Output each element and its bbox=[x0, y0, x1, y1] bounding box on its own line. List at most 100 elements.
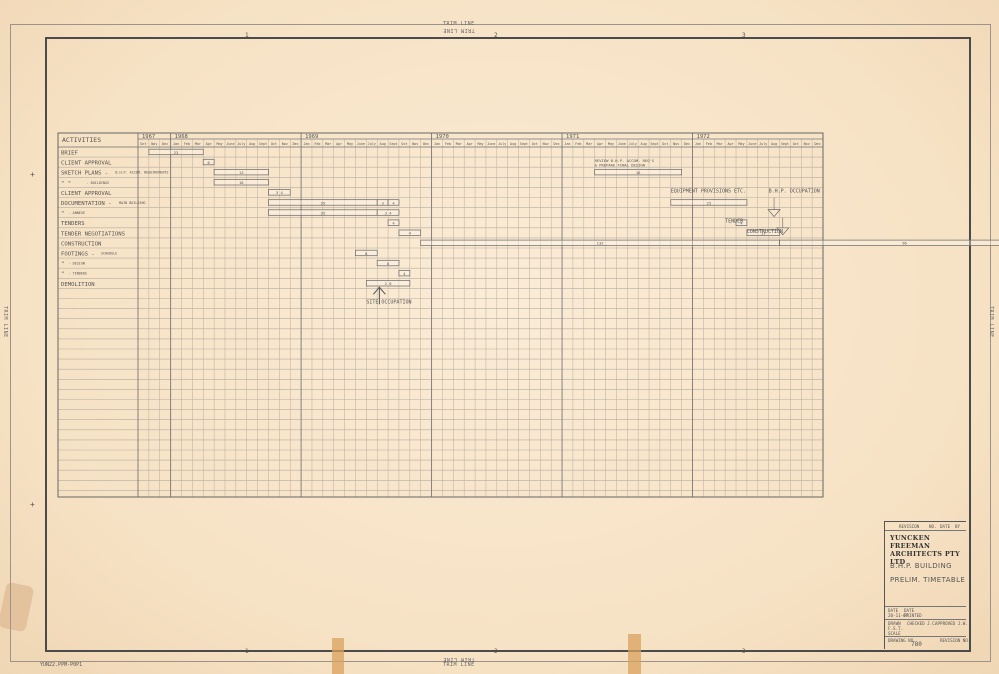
month-tick-label: Nov bbox=[282, 142, 288, 146]
month-tick-label: June bbox=[357, 142, 365, 146]
bar-duration-label: 16 bbox=[636, 170, 641, 175]
drawing-title-2: PRELIM. TIMETABLE bbox=[890, 576, 966, 584]
month-tick-label: July bbox=[759, 142, 767, 146]
annotation: TENDER bbox=[725, 219, 744, 225]
year-label: 1968 bbox=[175, 134, 188, 140]
title-block-divider bbox=[885, 619, 966, 620]
schedule-bar bbox=[376, 209, 400, 216]
date-label: DATE bbox=[888, 608, 899, 613]
schedule-bar bbox=[355, 249, 378, 257]
trim-line-bottom-inverted: TRIM LINE bbox=[443, 662, 475, 668]
scale-label: SCALE bbox=[888, 631, 901, 636]
date2-value: PRINTED bbox=[904, 613, 922, 618]
month-tick-label: Dec bbox=[162, 142, 168, 146]
schedule-bar bbox=[398, 229, 422, 236]
trim-line-left: TRIM LINE bbox=[2, 306, 8, 338]
date-value: 20-11-67 bbox=[888, 613, 909, 618]
month-tick-label: Nov bbox=[804, 142, 810, 146]
checked-label: CHECKED J.C. bbox=[907, 621, 938, 626]
border-mark: 3 bbox=[742, 32, 746, 39]
activities-header: ACTIVITIES bbox=[62, 136, 101, 144]
month-tick-label: Mar bbox=[456, 142, 462, 146]
month-tick-label: Oct bbox=[793, 142, 799, 146]
title-block-divider bbox=[885, 606, 966, 607]
month-tick-label: Dec bbox=[423, 142, 429, 146]
month-tick-label: Feb bbox=[314, 142, 320, 146]
border-mark: 1 bbox=[245, 32, 249, 39]
revision-no-label: REVISION NO. bbox=[940, 638, 971, 643]
activity-sublabel: SCHEDULE bbox=[101, 252, 117, 256]
construction-start-arrow-head bbox=[776, 227, 790, 236]
title-block-divider bbox=[885, 530, 966, 531]
month-tick-label: Mar bbox=[325, 142, 331, 146]
trim-border bbox=[10, 24, 991, 662]
schedule-bar bbox=[213, 179, 269, 186]
month-tick-label: Jan bbox=[303, 142, 309, 146]
month-tick-label: Aug bbox=[510, 142, 516, 146]
year-label: 1972 bbox=[697, 134, 710, 140]
bar-duration-label: 4 bbox=[403, 271, 406, 276]
activity-sublabel: - DESIGN bbox=[69, 262, 85, 266]
schedule-bar bbox=[268, 189, 291, 196]
annotation: B.H.P. OCCUPATION bbox=[769, 188, 820, 194]
schedule-bar bbox=[779, 239, 999, 246]
title-block: REVISION NO. DATE BY YUNCKEN FREEMAN ARC… bbox=[884, 521, 970, 649]
month-tick-label: Aug bbox=[641, 142, 647, 146]
month-tick-label: Apr bbox=[597, 142, 603, 146]
drawing-no-value: 780 bbox=[911, 641, 922, 648]
month-tick-label: May bbox=[216, 142, 222, 146]
bar-duration-label: 4 bbox=[740, 221, 743, 226]
month-tick-label: July bbox=[237, 142, 245, 146]
month-tick-label: Aug bbox=[380, 142, 386, 146]
month-tick-label: May bbox=[608, 142, 614, 146]
activity-label: DEMOLITION bbox=[61, 282, 95, 288]
month-tick-label: Dec bbox=[815, 142, 821, 146]
annotation: & PREPARE FINAL DESIGN bbox=[595, 163, 646, 168]
bar-duration-label: 13 bbox=[761, 231, 766, 236]
bar-duration-label: 3 4 bbox=[276, 190, 284, 195]
date2-label: DATE bbox=[904, 608, 915, 613]
month-tick-label: Oct bbox=[271, 142, 277, 146]
schedule-bar bbox=[365, 280, 411, 287]
bar-duration-label: 18 bbox=[239, 180, 244, 185]
month-tick-label: Apr bbox=[206, 142, 212, 146]
annotation: SITE OCCUPATION bbox=[366, 300, 411, 306]
activity-label: FOOTINGS - bbox=[61, 252, 95, 258]
month-tick-label: Sept bbox=[520, 142, 528, 146]
month-tick-label: June bbox=[487, 142, 495, 146]
activity-sublabel: MAIN BUILDING bbox=[119, 201, 146, 205]
activity-sublabel: - TENDERS bbox=[69, 272, 87, 276]
margin-stamp: YUN22.PPM-P0P1 bbox=[40, 662, 83, 668]
month-tick-label: Nov bbox=[543, 142, 549, 146]
month-tick-label: May bbox=[477, 142, 483, 146]
month-tick-label: Mar bbox=[586, 142, 592, 146]
firm-line-1: YUNCKEN FREEMAN bbox=[890, 534, 931, 550]
month-tick-label: July bbox=[629, 142, 637, 146]
drawing-title-1: B.H.P. BUILDING bbox=[890, 562, 952, 570]
month-tick-label: Jan bbox=[695, 142, 701, 146]
registration-cross: + bbox=[30, 500, 35, 509]
month-tick-label: Sept bbox=[781, 142, 789, 146]
date-header: DATE bbox=[940, 524, 951, 529]
registration-cross: + bbox=[30, 170, 35, 179]
month-tick-label: Feb bbox=[575, 142, 581, 146]
month-tick-label: Feb bbox=[706, 142, 712, 146]
annotation: EQUIPMENT PROVISIONS ETC. bbox=[671, 188, 746, 194]
activity-label: TENDER NEGOTIATIONS bbox=[61, 231, 125, 237]
year-label: 1970 bbox=[436, 134, 449, 140]
month-tick-label: Sept bbox=[259, 142, 267, 146]
firm-line-2: ARCHITECTS PTY LTD bbox=[890, 550, 961, 566]
bar-duration-label: 6 bbox=[208, 160, 211, 165]
activity-sublabel: - BUILDINGS bbox=[87, 181, 109, 185]
activity-label: BRIEF bbox=[61, 151, 78, 157]
schedule-bar bbox=[202, 158, 215, 166]
month-tick-label: Nov bbox=[673, 142, 679, 146]
chart-frame bbox=[57, 132, 824, 498]
month-tick-label: Aug bbox=[249, 142, 255, 146]
month-tick-label: Jan bbox=[173, 142, 179, 146]
month-tick-label: Jan bbox=[434, 142, 440, 146]
activity-label: " bbox=[61, 262, 64, 268]
month-tick-label: Dec bbox=[684, 142, 690, 146]
